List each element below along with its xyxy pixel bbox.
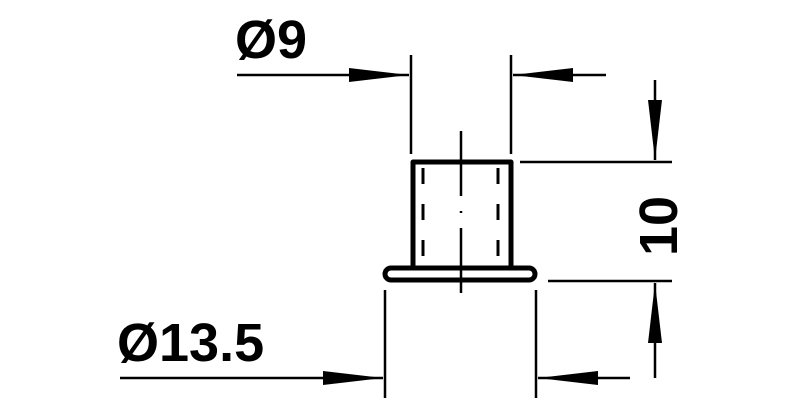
dimension-label-inner-diameter: Ø9 [235,10,307,70]
dimension-height [520,80,672,378]
bushing-part [382,131,538,306]
dimension-inner-diameter [237,55,606,154]
dimension-flange-diameter [120,290,630,398]
dimension-label-height: 10 [629,196,689,256]
dimension-label-flange-diameter: Ø13.5 [117,313,264,373]
